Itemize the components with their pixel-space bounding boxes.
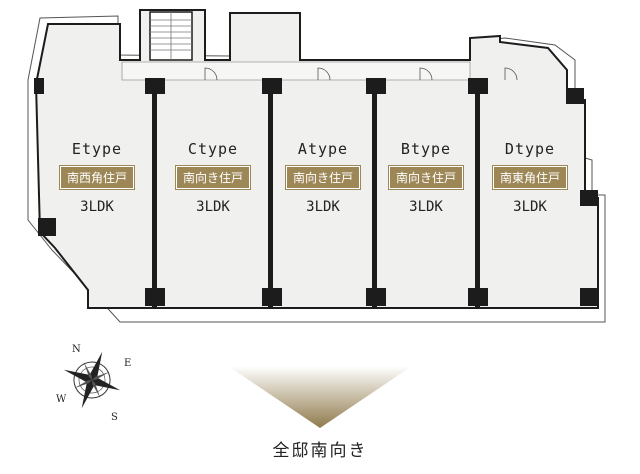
common-corridor [121, 61, 471, 81]
compass-south: S [111, 412, 118, 423]
orientation-badge: 南向き住戸 [174, 165, 252, 190]
unit-label-c: Ctype 南向き住戸 3LDK [158, 140, 268, 215]
orientation-badge: 南西角住戸 [58, 165, 136, 190]
unit-layout: 3LDK [513, 199, 547, 215]
unit-type: Etype [71, 140, 123, 158]
stair-steps [150, 12, 192, 60]
south-facing-caption: 全邸南向き [272, 441, 368, 461]
south-arrow [228, 366, 412, 428]
unit-label-d: Dtype 南東角住戸 3LDK [475, 140, 585, 215]
unit-type: Btype [400, 140, 452, 158]
building-floor [34, 9, 599, 309]
compass-north: N [72, 344, 81, 355]
compass-west: W [56, 394, 67, 405]
unit-layout: 3LDK [196, 199, 230, 215]
unit-layout: 3LDK [80, 199, 114, 215]
unit-type: Dtype [504, 140, 556, 158]
unit-label-a: Atype 南向き住戸 3LDK [268, 140, 378, 215]
unit-walls [34, 78, 598, 308]
orientation-badge: 南向き住戸 [387, 165, 465, 190]
unit-label-e: Etype 南西角住戸 3LDK [42, 140, 152, 215]
orientation-badge: 南東角住戸 [491, 165, 569, 190]
orientation-badge: 南向き住戸 [284, 165, 362, 190]
unit-type: Ctype [187, 140, 239, 158]
unit-layout: 3LDK [306, 199, 340, 215]
entry-doors [204, 67, 518, 81]
unit-label-b: Btype 南向き住戸 3LDK [371, 140, 481, 215]
unit-layout: 3LDK [409, 199, 443, 215]
compass-rose [63, 351, 121, 409]
unit-type: Atype [297, 140, 349, 158]
compass-east: E [124, 358, 131, 369]
